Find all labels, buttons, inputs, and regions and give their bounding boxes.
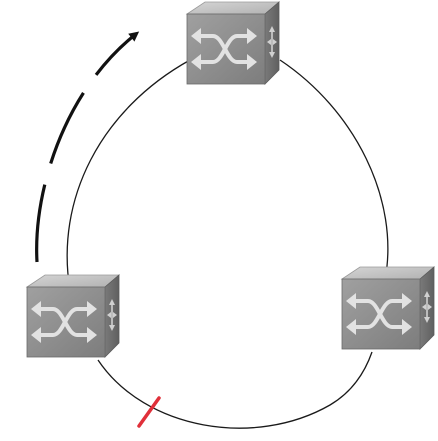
link-left-to-right-broken <box>98 352 372 428</box>
switch-node-left[interactable] <box>27 275 119 357</box>
link-top-to-right <box>280 60 388 280</box>
link-top-to-left <box>67 60 190 290</box>
network-switch-icon <box>342 267 434 349</box>
network-switch-icon <box>187 2 279 84</box>
switch-node-right[interactable] <box>342 267 434 349</box>
failover-arrow <box>37 34 136 262</box>
network-switch-icon <box>27 275 119 357</box>
switch-node-top[interactable] <box>187 2 279 84</box>
